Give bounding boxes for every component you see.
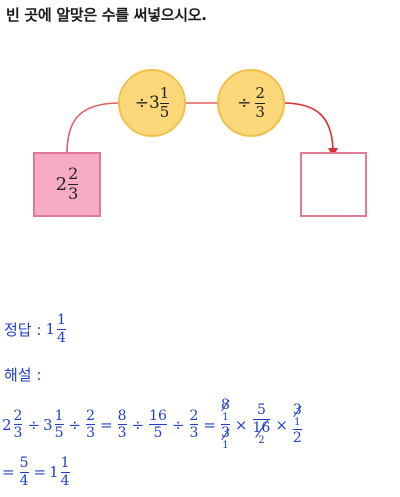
op-times-2: × bbox=[275, 415, 288, 434]
op1-symbol: ÷ bbox=[134, 93, 149, 113]
op-div-3: ÷ bbox=[131, 415, 145, 434]
v2-numerator: 5 bbox=[256, 402, 266, 419]
start-fraction: 2 3 bbox=[68, 164, 79, 203]
v2-denominator-reduced: 2 bbox=[258, 434, 265, 446]
start-box bbox=[33, 152, 101, 217]
u2-numerator: 16 bbox=[149, 407, 167, 424]
t3-denominator: 3 bbox=[86, 425, 96, 442]
start-whole: 2 bbox=[55, 174, 68, 195]
u2-denominator: 5 bbox=[153, 425, 163, 442]
question-text: 빈 곳에 알맞은 수를 써넣으시오. bbox=[6, 6, 207, 24]
operation-diagram bbox=[33, 69, 367, 217]
v1-numerator-cancelled: 8 bbox=[221, 397, 230, 413]
explanation-label-text: 해설 : bbox=[4, 366, 42, 384]
op1-numerator: 1 bbox=[159, 83, 170, 102]
op1-whole: 3 bbox=[148, 93, 160, 113]
op1-fraction: 1 5 bbox=[159, 83, 170, 121]
op2-denominator: 3 bbox=[255, 102, 265, 121]
answer-numerator: 1 bbox=[56, 312, 66, 328]
t2-denominator: 5 bbox=[54, 425, 64, 442]
v1-denominator-cancelled: 3 bbox=[221, 425, 230, 442]
op-div-2: ÷ bbox=[68, 415, 82, 434]
u1-denominator: 3 bbox=[117, 425, 127, 442]
answer-fraction: 1 4 bbox=[56, 312, 66, 346]
t2-numerator: 1 bbox=[54, 407, 64, 424]
op2-symbol: ÷ bbox=[237, 93, 252, 113]
t3-numerator: 2 bbox=[86, 407, 96, 424]
op-div-4: ÷ bbox=[171, 415, 185, 434]
op2-numerator: 2 bbox=[255, 83, 265, 102]
op-div-1: ÷ bbox=[27, 415, 41, 434]
t2-whole: 3 bbox=[43, 415, 53, 434]
r-denominator: 4 bbox=[19, 472, 29, 489]
op2-fraction: 2 3 bbox=[255, 83, 265, 121]
op-eq-1: = bbox=[100, 415, 113, 434]
start-numerator: 2 bbox=[68, 164, 79, 184]
v3-denominator: 2 bbox=[292, 430, 302, 447]
f-numerator: 1 bbox=[60, 455, 70, 471]
answer-denominator: 4 bbox=[56, 329, 66, 346]
line2-eq-1: = bbox=[2, 463, 15, 482]
v1-numerator-reduced: 1 bbox=[222, 411, 229, 423]
operation-1-label: ÷ 3 1 5 bbox=[119, 70, 185, 136]
answer-whole: 1 bbox=[45, 320, 55, 339]
v1-denominator-reduced: 1 bbox=[222, 439, 229, 451]
operation-circle-1 bbox=[118, 69, 186, 137]
op-times-1: × bbox=[234, 415, 248, 434]
answer-label: 정답 : bbox=[4, 320, 42, 339]
op1-denominator: 5 bbox=[159, 102, 170, 121]
f-denominator: 4 bbox=[60, 472, 70, 489]
u3-numerator: 2 bbox=[189, 407, 199, 424]
start-value: 2 2 3 bbox=[34, 153, 100, 216]
u1-numerator: 8 bbox=[117, 407, 127, 424]
explanation-label: 해설 : bbox=[4, 364, 41, 385]
result-input[interactable] bbox=[301, 153, 366, 216]
u3-denominator: 3 bbox=[189, 425, 199, 442]
op-eq-2: = bbox=[203, 415, 216, 434]
t1-whole: 2 bbox=[2, 415, 12, 434]
start-denominator: 3 bbox=[68, 184, 79, 203]
line2-eq-2: = bbox=[33, 463, 47, 482]
result-box bbox=[300, 152, 367, 217]
operation-circle-2 bbox=[217, 69, 285, 137]
v3-numerator-reduced: 1 bbox=[294, 416, 301, 428]
r-numerator: 5 bbox=[19, 455, 29, 471]
connector-arrow bbox=[282, 102, 334, 151]
connector-start bbox=[66, 102, 121, 154]
f-whole: 1 bbox=[49, 463, 59, 482]
v3-numerator-cancelled: 3 bbox=[292, 402, 302, 419]
operation-2-label: ÷ 2 3 bbox=[218, 70, 284, 136]
t1-numerator: 2 bbox=[13, 407, 23, 424]
t1-denominator: 3 bbox=[13, 425, 23, 442]
v2-denominator-cancelled: 16 bbox=[252, 419, 271, 436]
answer-line: 정답 : 1 1 4 bbox=[4, 313, 68, 345]
